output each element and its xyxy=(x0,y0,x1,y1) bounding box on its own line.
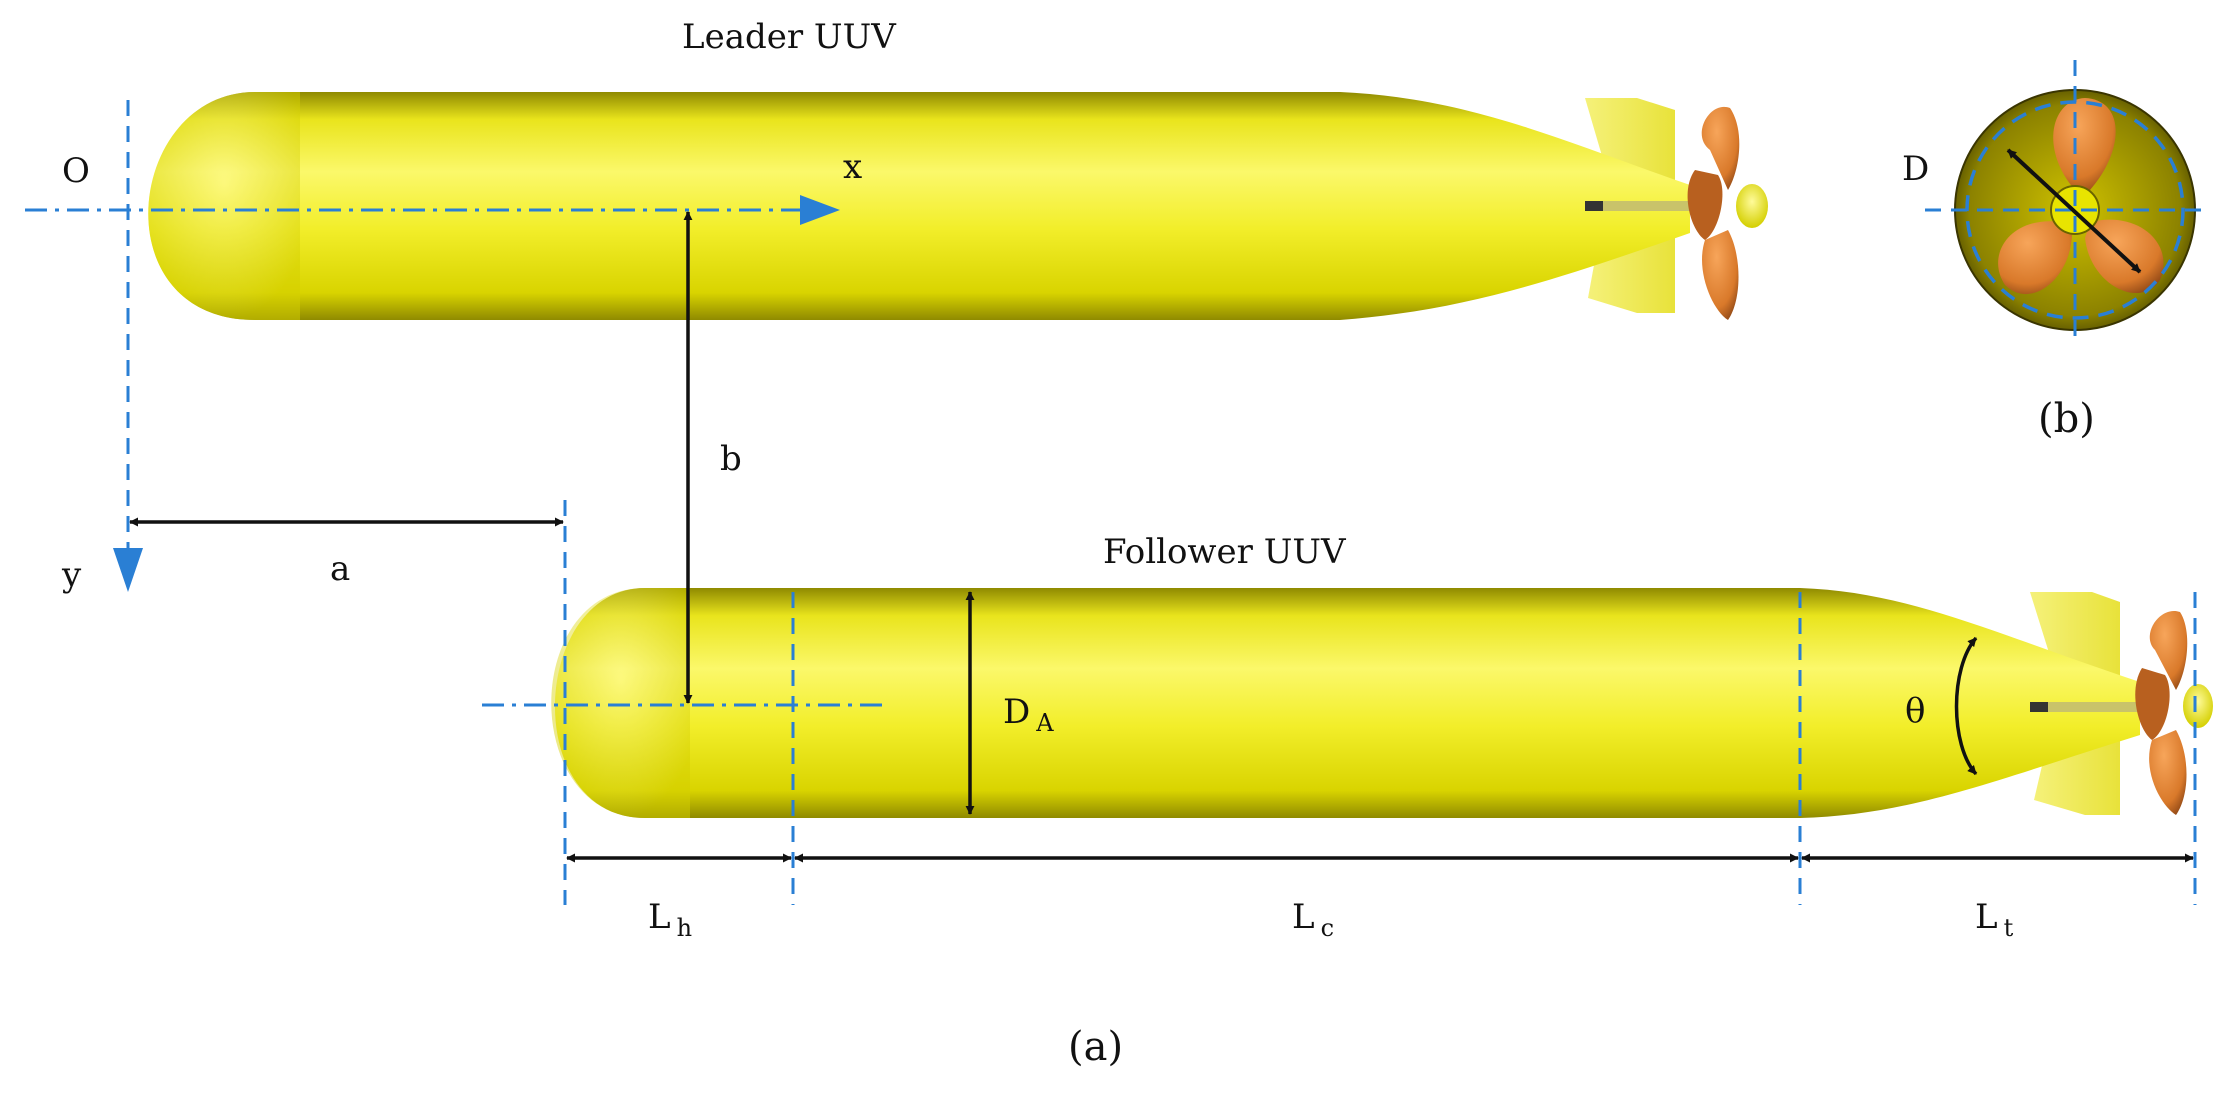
follower-propeller xyxy=(2135,610,2213,815)
diameter-D-arrow xyxy=(2006,148,2142,274)
D-label: D xyxy=(1902,149,1929,189)
b-label: b xyxy=(720,439,742,479)
x-axis-label: x xyxy=(843,147,862,187)
leader-uuv-label: Leader UUV xyxy=(682,17,897,57)
panel-a-label: (a) xyxy=(1068,1024,1123,1070)
theta-arc xyxy=(1954,636,1978,776)
y-axis-arrowhead xyxy=(113,548,143,592)
leader-uuv xyxy=(148,92,1768,320)
a-label: a xyxy=(330,549,350,589)
leader-hull xyxy=(148,92,1690,320)
theta-label: θ xyxy=(1905,691,1925,731)
follower-shaft xyxy=(2030,702,2142,712)
leader-propeller xyxy=(1687,106,1768,320)
coordinate-axes xyxy=(25,100,2197,905)
propeller-front-view xyxy=(1925,60,2210,340)
follower-uuv xyxy=(551,588,2213,818)
x-axis-arrowhead xyxy=(800,195,840,225)
origin-label: O xyxy=(62,151,90,191)
follower-hull xyxy=(554,588,2141,818)
follower-uuv-label: Follower UUV xyxy=(1103,532,1347,572)
y-axis-label: y xyxy=(61,555,82,595)
leader-shaft xyxy=(1585,201,1690,211)
dimension-lines xyxy=(129,211,2194,863)
panel-b-label: (b) xyxy=(2038,396,2095,442)
